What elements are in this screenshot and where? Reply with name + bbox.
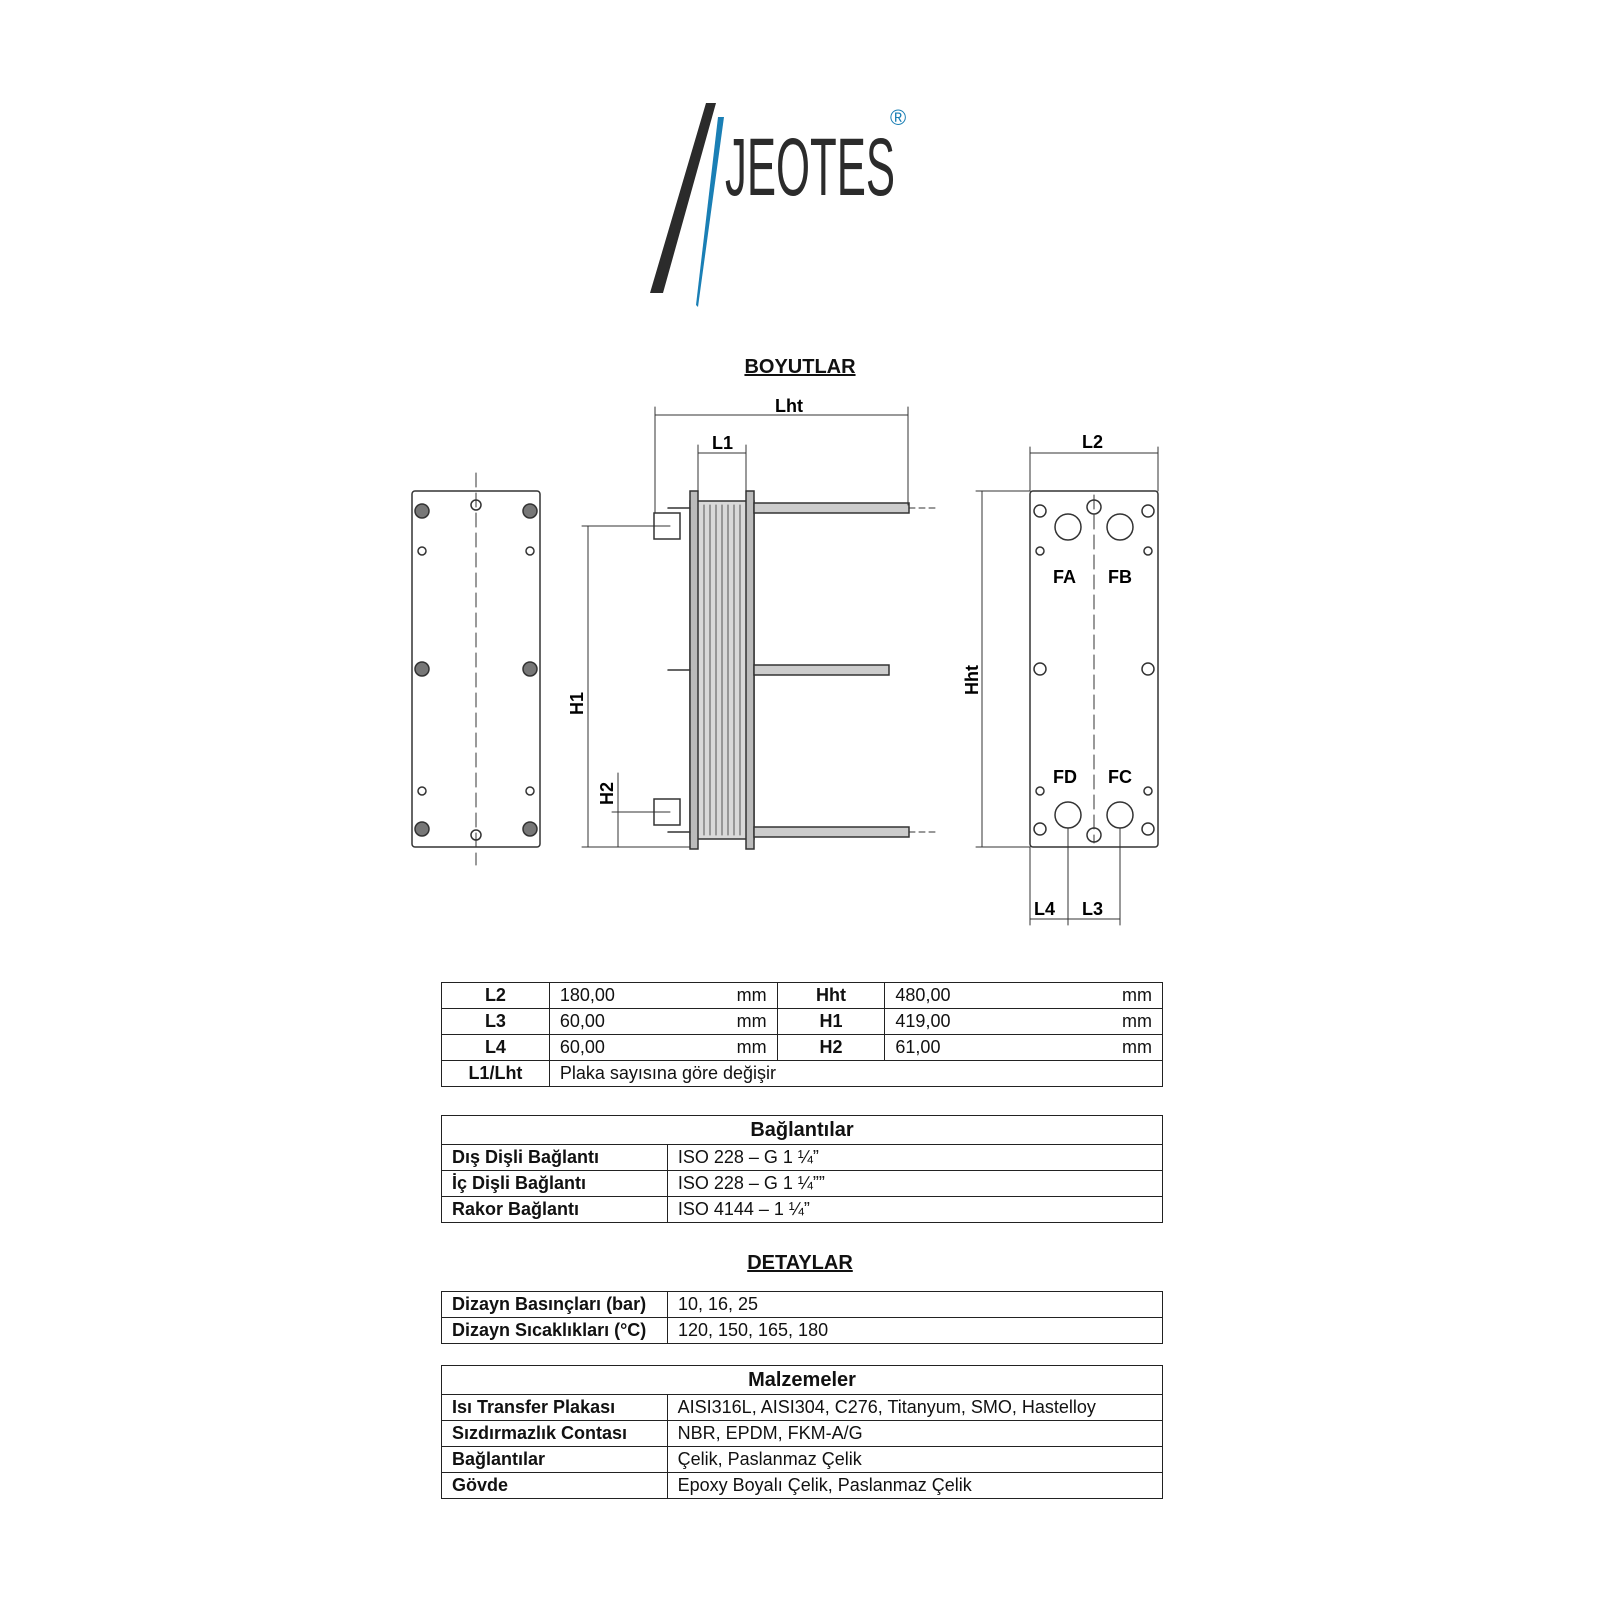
- connection-label: İç Dişli Bağlantı: [441, 1170, 668, 1197]
- table-row: L3 60,00 mm H1 419,00 mm: [441, 1008, 1163, 1035]
- material-label: Bağlantılar: [441, 1446, 668, 1473]
- dim-key: Hht: [776, 982, 886, 1009]
- label-l3: L3: [1082, 899, 1103, 919]
- label-lht: Lht: [775, 396, 803, 416]
- logo-wordmark: JEOTES: [725, 122, 895, 213]
- dim-key: L3: [441, 1008, 550, 1035]
- material-label: Isı Transfer Plakası: [441, 1394, 668, 1421]
- table-row: Dış Dişli Bağlantı ISO 228 – G 1 ¼”: [441, 1144, 1164, 1171]
- registered-mark: ®: [890, 105, 906, 130]
- dim-value: 419,00: [884, 1008, 1005, 1035]
- dim-value: 61,00: [884, 1034, 1005, 1061]
- connection-value: ISO 228 – G 1 ¼””: [666, 1170, 1164, 1197]
- table-row: L2 180,00 mm Hht 480,00 mm: [441, 982, 1163, 1009]
- table-row: L1/Lht Plaka sayısına göre değişir: [441, 1060, 1164, 1087]
- detail-label: Dizayn Basınçları (bar): [441, 1291, 668, 1318]
- port-label-fd: FD: [1053, 767, 1077, 787]
- material-label: Gövde: [441, 1472, 668, 1499]
- port-label-fb: FB: [1108, 567, 1132, 587]
- table-row: Dizayn Sıcaklıkları (°C) 120, 150, 165, …: [441, 1317, 1164, 1344]
- dim-note-value: Plaka sayısına göre değişir: [548, 1060, 1164, 1087]
- label-hht: Hht: [962, 665, 982, 695]
- rear-plate-view: [1029, 490, 1159, 848]
- material-value: Çelik, Paslanmaz Çelik: [666, 1446, 1164, 1473]
- dim-unit: mm: [1004, 1034, 1163, 1061]
- table-row: L4 60,00 mm H2 61,00 mm: [441, 1034, 1163, 1061]
- front-plate-view: [411, 472, 541, 866]
- dim-value: 60,00: [548, 1008, 670, 1035]
- material-value: NBR, EPDM, FKM-A/G: [666, 1420, 1164, 1447]
- dimension-drawing: Lht L1 H1 H2 L2 Hht FA FB FD FC L4 L3: [411, 396, 1159, 926]
- table-row: Bağlantılar Çelik, Paslanmaz Çelik: [441, 1446, 1164, 1473]
- dim-key: H1: [776, 1008, 886, 1035]
- dim-unit: mm: [1004, 1008, 1163, 1035]
- connections-title: Bağlantılar: [441, 1115, 1163, 1145]
- table-row: Rakor Bağlantı ISO 4144 – 1 ¼”: [441, 1196, 1164, 1223]
- connection-value: ISO 4144 – 1 ¼”: [666, 1196, 1164, 1223]
- materials-title: Malzemeler: [441, 1365, 1163, 1395]
- details-title: DETAYLAR: [747, 1252, 853, 1274]
- dim-value: 60,00: [548, 1034, 670, 1061]
- dim-value: 180,00: [548, 982, 670, 1009]
- detail-value: 120, 150, 165, 180: [666, 1317, 1164, 1344]
- table-row: İç Dişli Bağlantı ISO 228 – G 1 ¼””: [441, 1170, 1164, 1197]
- dimensions-title: BOYUTLAR: [744, 356, 856, 378]
- port-label-fa: FA: [1053, 567, 1076, 587]
- connection-label: Dış Dişli Bağlantı: [441, 1144, 668, 1171]
- jeotes-logo: JEOTES ®: [650, 103, 906, 307]
- logo-dark-stripe: [650, 103, 716, 293]
- connection-value: ISO 228 – G 1 ¼”: [666, 1144, 1164, 1171]
- table-row: Isı Transfer Plakası AISI316L, AISI304, …: [441, 1394, 1164, 1421]
- dim-value: 480,00: [884, 982, 1005, 1009]
- details-table: Dizayn Basınçları (bar) 10, 16, 25 Dizay…: [441, 1291, 1164, 1344]
- logo-blue-stripe: [696, 117, 724, 307]
- port-label-fc: FC: [1108, 767, 1132, 787]
- dim-unit: mm: [1004, 982, 1163, 1009]
- dim-unit: mm: [669, 1034, 778, 1061]
- dim-key: H2: [776, 1034, 886, 1061]
- connections-table: Bağlantılar Dış Dişli Bağlantı ISO 228 –…: [441, 1115, 1164, 1223]
- label-h2: H2: [597, 782, 617, 805]
- dimensions-table: L2 180,00 mm Hht 480,00 mm L3 60,00 mm H…: [441, 982, 1164, 1087]
- connection-label: Rakor Bağlantı: [441, 1196, 668, 1223]
- dim-unit: mm: [669, 1008, 778, 1035]
- label-l1: L1: [712, 433, 733, 453]
- table-row: Sızdırmazlık Contası NBR, EPDM, FKM-A/G: [441, 1420, 1164, 1447]
- dim-key: L4: [441, 1034, 550, 1061]
- dim-key: L2: [441, 982, 550, 1009]
- dim-unit: mm: [669, 982, 778, 1009]
- material-value: Epoxy Boyalı Çelik, Paslanmaz Çelik: [666, 1472, 1164, 1499]
- label-h1: H1: [567, 692, 587, 715]
- dim-note-key: L1/Lht: [441, 1060, 550, 1087]
- detail-label: Dizayn Sıcaklıkları (°C): [441, 1317, 668, 1344]
- detail-value: 10, 16, 25: [666, 1291, 1164, 1318]
- material-label: Sızdırmazlık Contası: [441, 1420, 668, 1447]
- materials-table: Malzemeler Isı Transfer Plakası AISI316L…: [441, 1365, 1164, 1499]
- label-l4: L4: [1034, 899, 1055, 919]
- table-row: Dizayn Basınçları (bar) 10, 16, 25: [441, 1291, 1164, 1318]
- side-view: [653, 490, 939, 850]
- material-value: AISI316L, AISI304, C276, Titanyum, SMO, …: [666, 1394, 1164, 1421]
- table-row: Gövde Epoxy Boyalı Çelik, Paslanmaz Çeli…: [441, 1472, 1164, 1499]
- label-l2: L2: [1082, 432, 1103, 452]
